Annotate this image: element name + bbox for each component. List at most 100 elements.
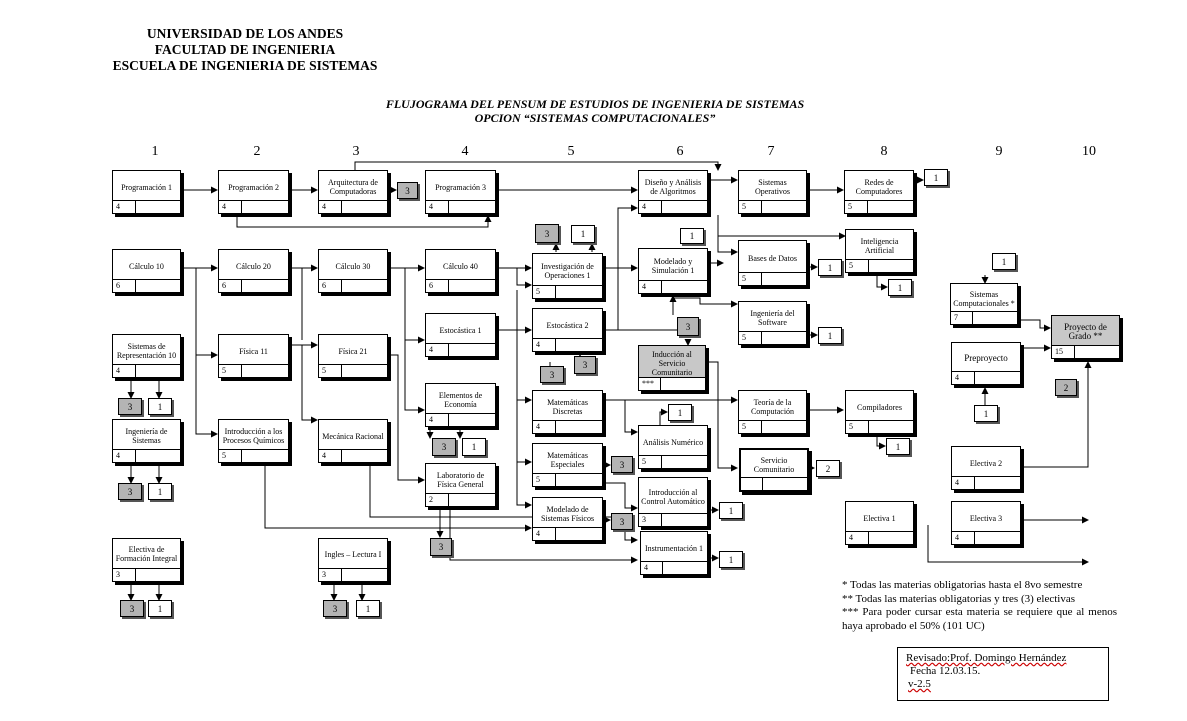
- course-ingles-lectura[interactable]: Ingles – Lectura I 3: [318, 538, 388, 582]
- course-name: Modelado y Simulación 1: [651, 257, 695, 275]
- tag-hours: 3: [611, 456, 633, 473]
- course-proyecto-grado[interactable]: Proyecto de Grado ** 15: [1051, 315, 1120, 359]
- course-introduccion-control[interactable]: Introducción al Control Automático 3: [638, 477, 708, 527]
- course-name: Introducción a los Procesos Químicos: [222, 427, 285, 445]
- course-name: Servicio Comunitario: [753, 456, 795, 474]
- course-electiva-3[interactable]: Electiva 3 4: [951, 501, 1021, 545]
- course-sistemas-representacion[interactable]: Sistemas de Representación 10 4: [112, 334, 181, 378]
- course-uc: 5: [533, 286, 557, 298]
- course-arquitectura[interactable]: Arquitectura de Computadoras 4: [318, 170, 388, 214]
- course-preproyecto[interactable]: Preproyecto 4: [951, 342, 1021, 385]
- course-estocastica-2[interactable]: Estocástica 2 4: [532, 308, 603, 352]
- course-electiva-1[interactable]: Electiva 1 4: [845, 501, 914, 545]
- course-name: Instrumentación 1: [645, 543, 703, 553]
- course-uc: 3: [319, 569, 343, 581]
- tag-hours: 3: [535, 224, 559, 243]
- course-ingenieria-software[interactable]: Ingeniería del Software 5: [738, 301, 807, 345]
- semester-7: 7: [767, 144, 775, 159]
- course-uc: 6: [319, 280, 343, 292]
- course-induccion-servicio[interactable]: Inducción al Servicio Comunitario ***: [638, 345, 706, 391]
- course-fisica-21[interactable]: Física 21 5: [318, 334, 388, 378]
- course-instrumentacion[interactable]: Instrumentación 1 4: [640, 531, 708, 575]
- course-calculo-30[interactable]: Cálculo 30 6: [318, 249, 388, 293]
- semester-6: 6: [676, 144, 684, 159]
- course-matematicas-especiales[interactable]: Matemáticas Especiales 5: [532, 443, 603, 487]
- header-line-2: FACULTAD DE INGENIERIA: [154, 42, 336, 57]
- course-uc: 6: [219, 280, 243, 292]
- course-matematicas-discretas[interactable]: Matemáticas Discretas 4: [532, 390, 603, 434]
- course-electiva-2[interactable]: Electiva 2 4: [951, 446, 1021, 490]
- course-investigacion-operaciones[interactable]: Investigación de Operaciones 1 5: [532, 253, 603, 299]
- course-servicio-comunitario[interactable]: Servicio Comunitario: [739, 448, 809, 492]
- course-uc: 4: [952, 477, 976, 489]
- course-laboratorio-fisica[interactable]: Laboratorio de Física General 2: [425, 463, 496, 507]
- course-programacion-1[interactable]: Programación 1 4: [112, 170, 181, 214]
- course-analisis-numerico[interactable]: Análisis Numérico 5: [638, 425, 708, 469]
- course-uc: 5: [739, 332, 762, 344]
- course-name: Cálculo 30: [335, 261, 371, 271]
- course-ingenieria-sistemas[interactable]: Ingeniería de Sistemas 4: [112, 419, 181, 463]
- title-line-2: OPCION “SISTEMAS COMPUTACIONALES”: [474, 111, 716, 125]
- course-uc: 5: [319, 365, 343, 377]
- course-name: Electiva de Formación Integral: [115, 545, 178, 563]
- course-name: Teoría de la Computación: [750, 398, 795, 416]
- semester-3: 3: [352, 144, 360, 159]
- course-teoria-computacion[interactable]: Teoría de la Computación 5: [738, 390, 807, 434]
- course-name: Inducción al Servicio Comunitario: [651, 349, 693, 377]
- course-name: Electiva 2: [969, 458, 1003, 468]
- course-compiladores[interactable]: Compiladores 5: [845, 390, 914, 434]
- course-uc: 5: [739, 421, 762, 433]
- course-uc: 5: [739, 201, 762, 213]
- course-name: Elementos de Economía: [438, 391, 483, 409]
- course-electiva-formacion[interactable]: Electiva de Formación Integral 3: [112, 538, 181, 582]
- course-estocastica-1[interactable]: Estocástica 1 4: [425, 313, 496, 357]
- semester-1: 1: [151, 144, 159, 159]
- tag-hours: 3: [323, 600, 347, 617]
- tag-hours: 1: [148, 483, 172, 500]
- course-name: Matemáticas Discretas: [547, 398, 588, 416]
- course-modelado-sistemas-fisicos[interactable]: Modelado de Sistemas Físicos 4: [532, 497, 603, 541]
- course-name: Redes de Computadores: [855, 178, 903, 196]
- course-programacion-2[interactable]: Programación 2 4: [218, 170, 289, 214]
- course-bases-datos[interactable]: Bases de Datos 5: [738, 240, 807, 286]
- tag-hours: 1: [148, 600, 172, 617]
- course-uc: 7: [951, 312, 974, 324]
- course-name: Proyecto de Grado **: [1064, 322, 1107, 341]
- tag-hours: 3: [611, 513, 633, 530]
- tag-hours: 3: [677, 317, 699, 336]
- course-calculo-20[interactable]: Cálculo 20 6: [218, 249, 289, 293]
- course-inteligencia-artificial[interactable]: Inteligencia Artificial 5: [845, 229, 914, 273]
- course-calculo-10[interactable]: Cálculo 10 6: [112, 249, 181, 293]
- tag-hours: 1: [668, 404, 692, 421]
- course-name: Estocástica 1: [439, 325, 482, 335]
- course-sistemas-computacionales[interactable]: Sistemas Computacionales * 7: [950, 283, 1018, 325]
- university-header: UNIVERSIDAD DE LOS ANDES FACULTAD DE ING…: [100, 26, 390, 74]
- page-title: FLUJOGRAMA DEL PENSUM DE ESTUDIOS DE ING…: [245, 97, 945, 125]
- course-fisica-11[interactable]: Física 11 5: [218, 334, 289, 378]
- tag-hours: 3: [397, 182, 418, 199]
- course-calculo-40[interactable]: Cálculo 40 6: [425, 249, 496, 293]
- course-modelado-simulacion[interactable]: Modelado y Simulación 1 4: [638, 248, 708, 294]
- course-uc: 4: [641, 562, 664, 574]
- course-uc: 4: [952, 372, 976, 384]
- course-sistemas-operativos[interactable]: Sistemas Operativos 5: [738, 170, 807, 214]
- course-uc: 4: [639, 201, 663, 213]
- course-diseno-algoritmos[interactable]: Diseño y Análisis de Algoritmos 4: [638, 170, 708, 214]
- course-introduccion-quimicos[interactable]: Introducción a los Procesos Químicos 5: [218, 419, 289, 463]
- header-line-3: ESCUELA DE INGENIERIA DE SISTEMAS: [112, 58, 378, 73]
- course-name: Programación 3: [435, 182, 486, 192]
- course-redes[interactable]: Redes de Computadores 5: [844, 170, 914, 214]
- tag-hours: 3: [430, 538, 452, 556]
- course-uc: 6: [426, 280, 450, 292]
- course-name: Ingeniería de Sistemas: [125, 427, 168, 445]
- tag-hours: 1: [680, 228, 704, 244]
- course-mecanica-racional[interactable]: Mecánica Racional 4: [318, 419, 388, 463]
- course-elementos-economia[interactable]: Elementos de Economía 4: [425, 383, 496, 427]
- course-programacion-3[interactable]: Programación 3 4: [425, 170, 496, 214]
- course-name: Cálculo 40: [443, 261, 478, 271]
- course-name: Mecánica Racional: [322, 431, 384, 441]
- tag-hours: 1: [356, 600, 380, 617]
- tag-hours: 1: [888, 279, 912, 296]
- tag-hours: 3: [120, 600, 144, 617]
